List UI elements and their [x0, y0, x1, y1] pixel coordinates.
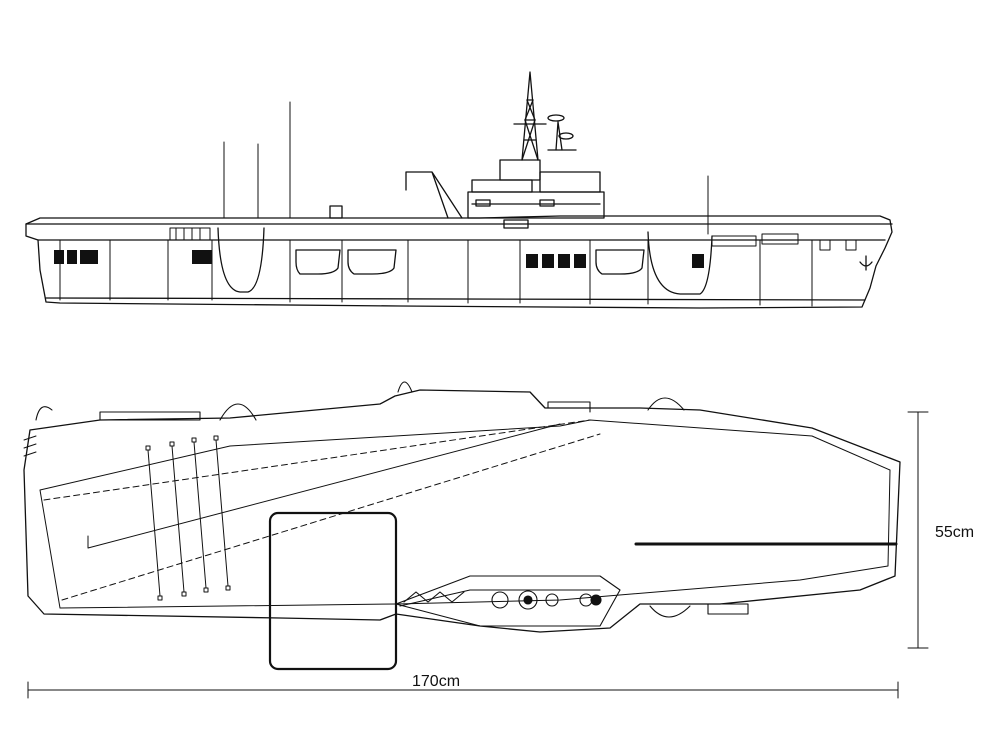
side-hull-outline — [25, 215, 893, 309]
dark-ports — [54, 250, 704, 268]
gallery-details — [169, 227, 857, 251]
beam-dimension — [907, 411, 929, 649]
anchor-icon — [859, 255, 873, 271]
plan-sponson-lower — [649, 605, 691, 618]
angled-centerline — [87, 423, 561, 549]
boot-topping-line — [45, 297, 866, 301]
plan-sponsons — [35, 381, 685, 421]
hull-frames — [59, 239, 813, 307]
plan-sponson-rect — [707, 603, 749, 615]
plan-island — [395, 575, 621, 627]
lifeboat-1 — [295, 249, 341, 275]
lattice-mast — [521, 71, 539, 161]
deck-fitting — [329, 205, 343, 219]
lifeboat-2 — [347, 249, 397, 275]
side-elevator-fwd — [647, 231, 713, 295]
radio-masts — [223, 101, 709, 235]
stern-fittings — [23, 435, 37, 457]
side-elevator-aft — [217, 227, 265, 293]
plan-view — [23, 381, 901, 671]
island — [467, 71, 605, 229]
arresting-wires — [145, 435, 231, 601]
angled-deck-inner — [39, 419, 891, 609]
highlight-box — [268, 511, 398, 671]
lifeboat-3 — [595, 249, 645, 275]
length-dimension-label: 170cm — [412, 673, 461, 690]
length-dimension — [27, 681, 899, 699]
deck-edge-dash — [43, 419, 591, 501]
side-elevation — [25, 71, 893, 309]
deck-edge-dash-2 — [61, 433, 601, 601]
crane — [405, 171, 463, 219]
beam-dimension-label: 55cm — [935, 524, 975, 541]
plan-deck-outline — [23, 389, 901, 633]
